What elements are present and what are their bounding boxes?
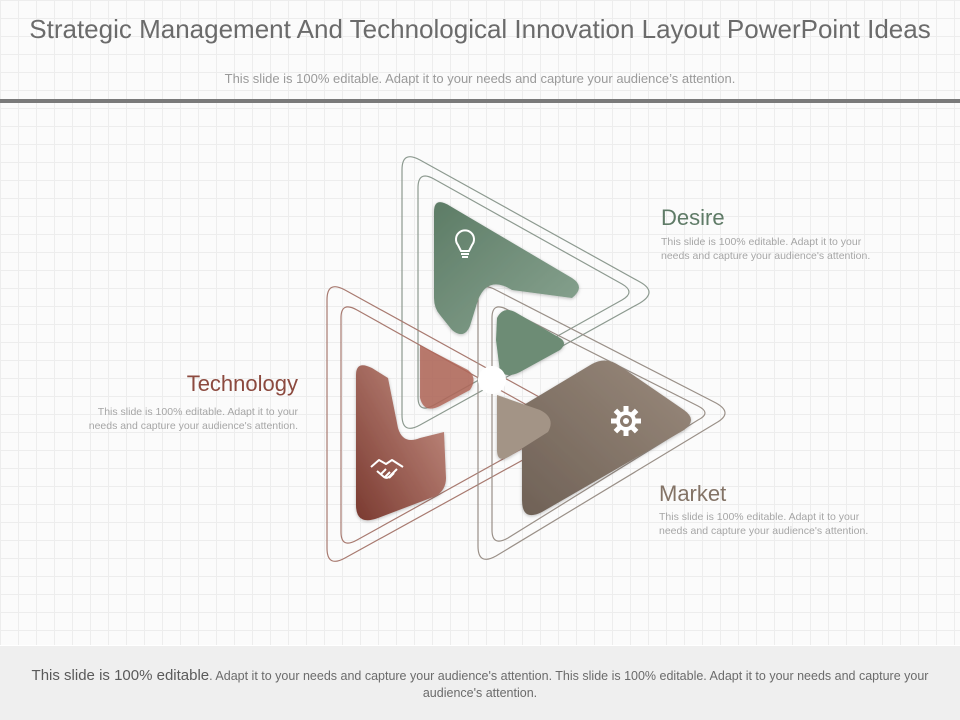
center-hub xyxy=(478,366,506,394)
desire-segment[interactable] xyxy=(434,202,579,375)
desire-description: This slide is 100% editable. Adapt it to… xyxy=(661,236,871,262)
triangle-diagram xyxy=(326,156,726,562)
footer-rest: . Adapt it to your needs and capture you… xyxy=(209,669,929,700)
gear-icon xyxy=(611,406,641,436)
footer-bar: This slide is 100% editable. Adapt it to… xyxy=(0,646,960,720)
desire-outline xyxy=(401,156,650,429)
lightbulb-icon xyxy=(455,229,475,258)
market-segment[interactable] xyxy=(497,360,691,516)
header-divider xyxy=(0,99,960,103)
page-subtitle: This slide is 100% editable. Adapt it to… xyxy=(224,71,736,86)
market-heading: Market xyxy=(659,481,727,506)
technology-description: This slide is 100% editable. Adapt it to… xyxy=(88,406,298,432)
technology-segment[interactable] xyxy=(356,345,474,521)
page-title: Strategic Management And Technological I… xyxy=(29,14,931,44)
footer-lead: This slide is 100% editable xyxy=(31,667,210,684)
desire-heading: Desire xyxy=(661,205,725,230)
market-description: This slide is 100% editable. Adapt it to… xyxy=(659,511,869,537)
footer-text: This slide is 100% editable. Adapt it to… xyxy=(20,667,940,702)
technology-heading: Technology xyxy=(186,371,298,396)
handshake-icon xyxy=(370,459,404,479)
grid-background xyxy=(0,0,960,645)
